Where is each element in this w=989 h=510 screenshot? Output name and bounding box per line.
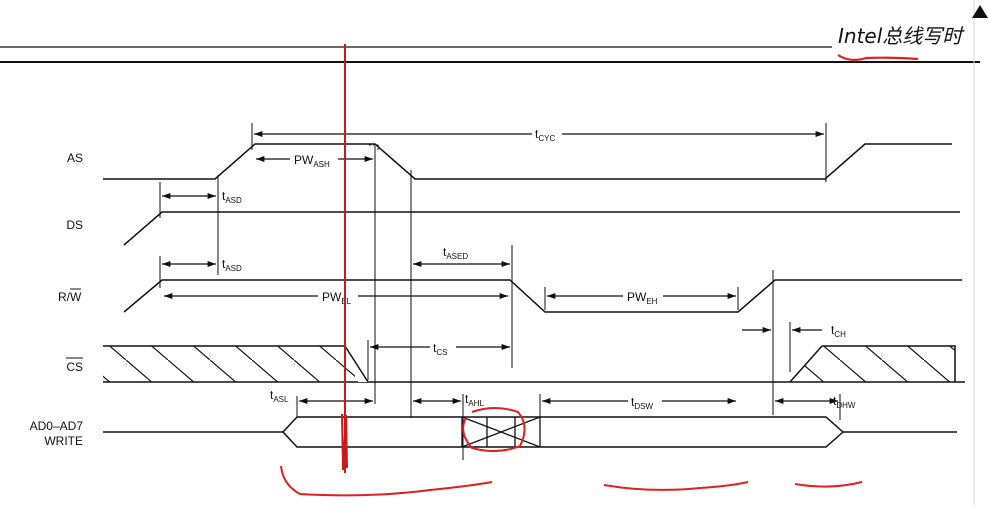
label-tdhw: tDHW <box>833 394 856 410</box>
pen-underline-address <box>280 465 493 497</box>
label-pwash: PWASH <box>294 153 330 169</box>
ad-transition-cross <box>461 416 541 448</box>
pen-circle-ahl <box>462 407 526 452</box>
label-tcs: tCS <box>433 341 447 357</box>
label-tasl: tASL <box>270 388 289 404</box>
label-tcyc: tCYC <box>535 127 555 143</box>
signal-as-label: AS <box>67 151 83 165</box>
as-waveform <box>103 143 952 180</box>
signal-ad-label-1: AD0–AD7 <box>30 419 84 433</box>
title-underline-stroke <box>837 54 919 62</box>
label-pwel: PWEL <box>322 290 352 306</box>
cs-edge-fall <box>344 345 369 383</box>
signal-ds-label: DS <box>66 218 83 232</box>
signal-ad-label-2: WRITE <box>44 434 83 448</box>
label-tahl: tAHL <box>465 392 484 408</box>
cs-hatch-left <box>103 346 355 382</box>
pwash-corner-mark <box>369 144 379 152</box>
triangle-up-icon[interactable] <box>972 5 988 18</box>
label-tch: tCH <box>831 323 846 339</box>
signal-rw-label: R/ <box>58 290 71 304</box>
cs-hatch-right <box>790 346 955 382</box>
pen-underline-data <box>603 481 749 491</box>
rw-waveform <box>123 279 962 313</box>
ds-waveform <box>123 211 960 246</box>
label-tasd2: tASD <box>222 257 242 273</box>
slide-title: Intel总线写时 <box>838 24 965 48</box>
label-pweh: PWEH <box>627 290 658 306</box>
label-tased: tASED <box>443 245 468 261</box>
label-tasd1: tASD <box>222 189 242 205</box>
pen-underline-hold <box>794 481 863 488</box>
ad-waveform <box>103 416 957 448</box>
label-tdsw: tDSW <box>631 395 653 411</box>
signal-rw-bar-label: W <box>70 290 82 304</box>
signal-cs-label: CS <box>66 360 83 374</box>
cursor-scribble <box>341 413 348 471</box>
